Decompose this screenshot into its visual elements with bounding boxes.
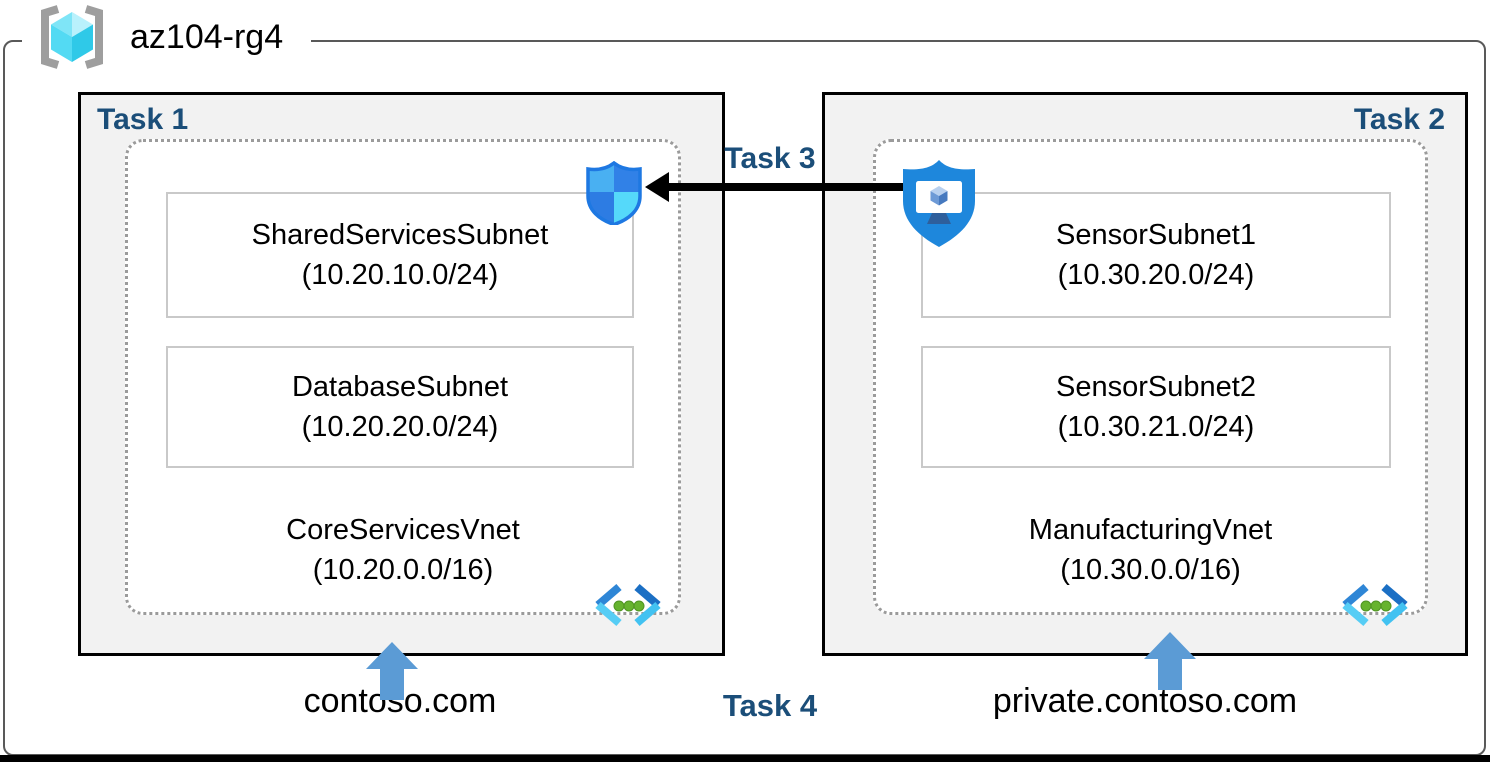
subnet-cidr: (10.30.21.0/24): [1057, 411, 1255, 443]
coreservices-vnet-caption: CoreServicesVnet (10.20.0.0/16): [128, 510, 678, 590]
vnet-name: CoreServicesVnet: [286, 514, 520, 546]
peering-arrow: [645, 172, 903, 202]
virtual-network-icon: [595, 583, 661, 627]
manufacturing-vnet-caption: ManufacturingVnet (10.30.0.0/16): [876, 510, 1425, 590]
bottom-edge-bar: [0, 755, 1490, 762]
subnet-name: SensorSubnet1: [1056, 219, 1256, 251]
vnet-cidr: (10.20.0.0/16): [312, 554, 494, 586]
task1-label: Task 1: [97, 103, 189, 136]
task2-label: Task 2: [1353, 103, 1445, 136]
task3-label: Task 3: [724, 142, 816, 175]
resource-group-name: az104-rg4: [130, 17, 284, 56]
resource-group-legend: az104-rg4: [22, 2, 312, 72]
vnet-cidr: (10.30.0.0/16): [1060, 554, 1241, 586]
subnet-cidr: (10.20.10.0/24): [301, 259, 499, 291]
task4-label: Task 4: [722, 688, 818, 723]
subnet-cidr: (10.20.20.0/24): [301, 411, 499, 443]
vnet-name: ManufacturingVnet: [1028, 514, 1273, 546]
subnet-name: SensorSubnet2: [1056, 371, 1256, 403]
subnet-cidr: (10.30.20.0/24): [1057, 259, 1255, 291]
subnet-name: SharedServicesSubnet: [251, 219, 549, 251]
database-subnet-box: DatabaseSubnet (10.20.20.0/24): [166, 346, 634, 468]
bastion-shield-icon: [903, 160, 975, 247]
sensor-subnet1-box: SensorSubnet1 (10.30.20.0/24): [921, 192, 1391, 318]
shared-services-subnet-box: SharedServicesSubnet (10.20.10.0/24): [166, 192, 634, 318]
sensor-subnet2-box: SensorSubnet2 (10.30.21.0/24): [921, 346, 1391, 468]
coreservices-vnet-boundary: SharedServicesSubnet (10.20.10.0/24) Dat…: [125, 139, 681, 627]
subnet-name: DatabaseSubnet: [291, 371, 509, 403]
dns-zone-private-contoso: private.contoso.com: [992, 682, 1298, 720]
dns-arrow-right: [1144, 632, 1196, 690]
dns-arrow-left: [366, 642, 418, 700]
network-security-group-icon: [586, 161, 642, 225]
virtual-network-icon: [1342, 583, 1408, 627]
resource-group-icon: [41, 5, 103, 69]
